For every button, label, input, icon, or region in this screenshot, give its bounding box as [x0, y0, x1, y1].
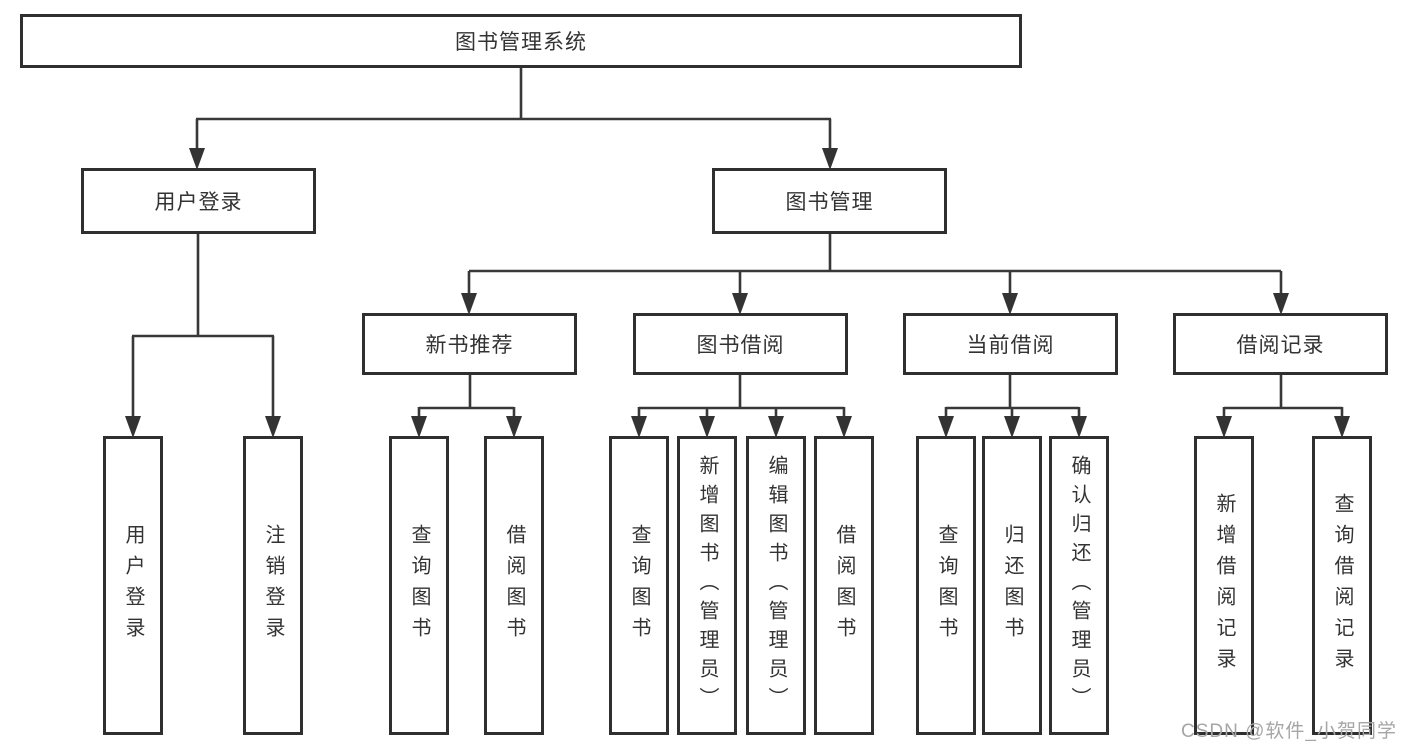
leaf-borrow-books-recommend: 借阅图书	[484, 436, 544, 735]
leaf-logout: 注销登录	[243, 436, 303, 735]
arrowhead	[1273, 293, 1289, 315]
leaf-borrow-books: 借阅图书	[814, 436, 874, 735]
node-new-book-recommendation: 新书推荐	[362, 313, 577, 375]
arrowhead	[1334, 416, 1350, 438]
leaf-add-borrow-record: 新增借阅记录	[1194, 436, 1254, 735]
node-user-login-branch: 用户登录	[81, 168, 316, 234]
node-library-management-system: 图书管理系统	[20, 14, 1022, 68]
leaf-query-books-current: 查询图书	[916, 436, 976, 735]
leaf-edit-books-admin: 编辑图书（管理员）	[746, 436, 806, 735]
arrowhead	[631, 416, 647, 438]
arrowhead	[411, 416, 427, 438]
leaf-confirm-return-admin: 确认归还（管理员）	[1049, 436, 1109, 735]
arrowhead	[189, 148, 205, 170]
arrowhead	[461, 293, 477, 315]
arrowhead	[506, 416, 522, 438]
arrowhead	[768, 416, 784, 438]
arrowhead	[699, 416, 715, 438]
arrowhead	[265, 416, 281, 438]
arrowhead	[1004, 416, 1020, 438]
leaf-query-books-borrow: 查询图书	[609, 436, 669, 735]
node-current-borrowing: 当前借阅	[903, 313, 1118, 375]
arrowheads	[125, 148, 1350, 438]
arrowhead	[1216, 416, 1232, 438]
leaf-return-books: 归还图书	[982, 436, 1042, 735]
node-borrowing-records: 借阅记录	[1173, 313, 1388, 375]
csdn-watermark: CSDN @软件_小贺同学	[1181, 721, 1397, 742]
node-book-borrowing: 图书借阅	[633, 313, 848, 375]
arrowhead	[1002, 293, 1018, 315]
leaf-query-borrow-record: 查询借阅记录	[1312, 436, 1372, 735]
connector-paths	[131, 67, 1344, 420]
arrowhead	[1071, 416, 1087, 438]
arrowhead	[938, 416, 954, 438]
arrowhead	[732, 293, 748, 315]
leaf-add-books-admin: 新增图书（管理员）	[677, 436, 737, 735]
node-book-management-branch: 图书管理	[712, 168, 947, 234]
arrowhead	[836, 416, 852, 438]
leaf-user-login: 用户登录	[103, 436, 163, 735]
leaf-query-books-recommend: 查询图书	[389, 436, 449, 735]
arrowhead	[822, 148, 838, 170]
arrowhead	[125, 416, 141, 438]
